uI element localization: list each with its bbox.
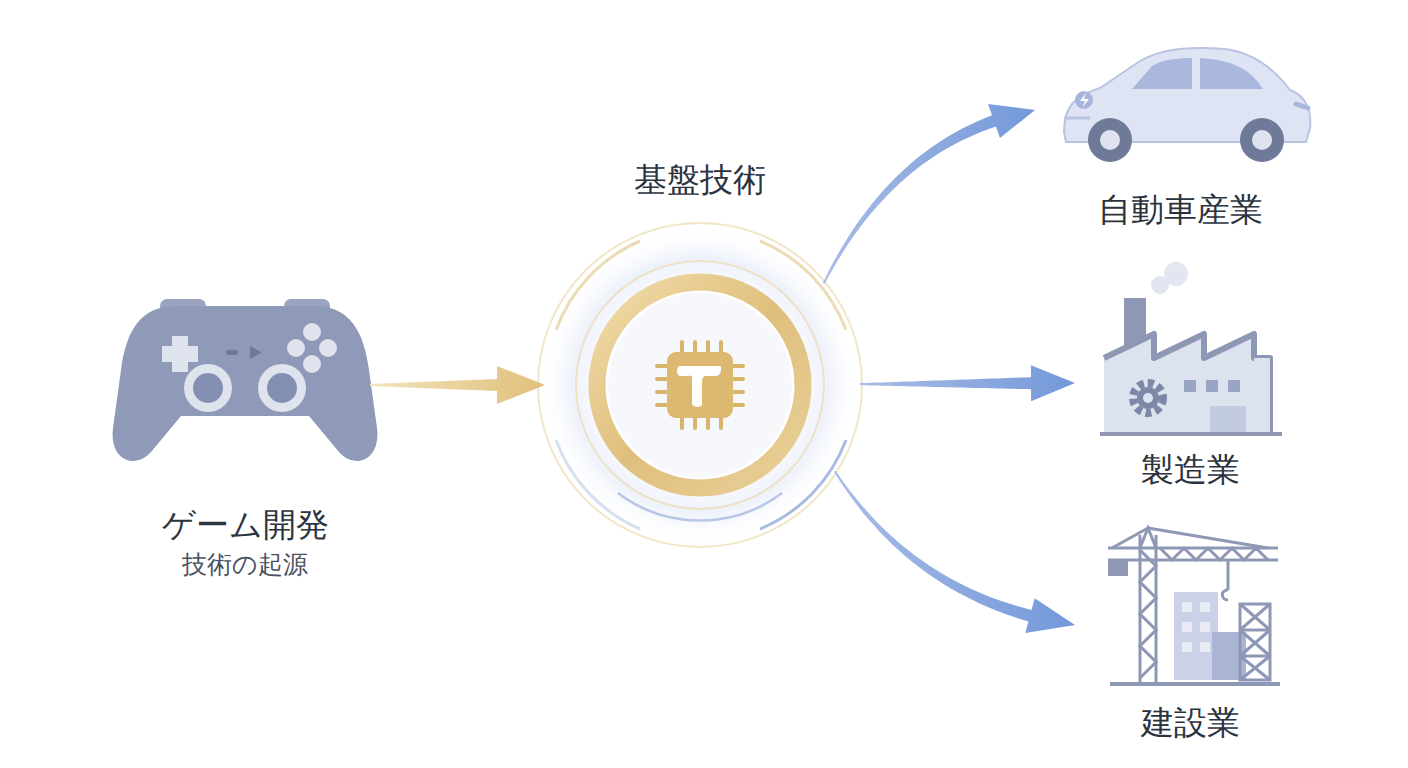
arrow-shape — [823, 104, 1035, 284]
core-node: 基盤技術 — [545, 158, 855, 550]
arrow-shape — [370, 366, 545, 404]
node-subtitle: 技術の起源 — [182, 547, 308, 583]
industry-node: 自動車産業 — [1035, 60, 1325, 235]
core-technology-emblem — [538, 223, 862, 547]
node-heading: 基盤技術 — [634, 158, 766, 202]
industry-node: 製造業 — [1075, 265, 1305, 495]
car-icon — [1064, 48, 1310, 162]
flow-arrow — [860, 365, 1075, 401]
industry-label: 製造業 — [1141, 448, 1240, 492]
arrow-shape — [860, 365, 1075, 401]
flow-arrow — [834, 471, 1075, 633]
flow-arrow — [370, 366, 545, 404]
game-controller — [113, 299, 378, 461]
industry-label: 建設業 — [1141, 701, 1240, 745]
industry-label: 自動車産業 — [1098, 188, 1263, 232]
industry-node: 建設業 — [1075, 540, 1305, 750]
factory-icon — [1100, 262, 1282, 434]
construction-icon — [1108, 528, 1280, 684]
origin-node: ゲーム開発技術の起源 — [120, 295, 370, 585]
flow-arrow — [823, 104, 1035, 284]
arrow-shape — [834, 471, 1075, 633]
node-title: ゲーム開発 — [162, 503, 329, 547]
